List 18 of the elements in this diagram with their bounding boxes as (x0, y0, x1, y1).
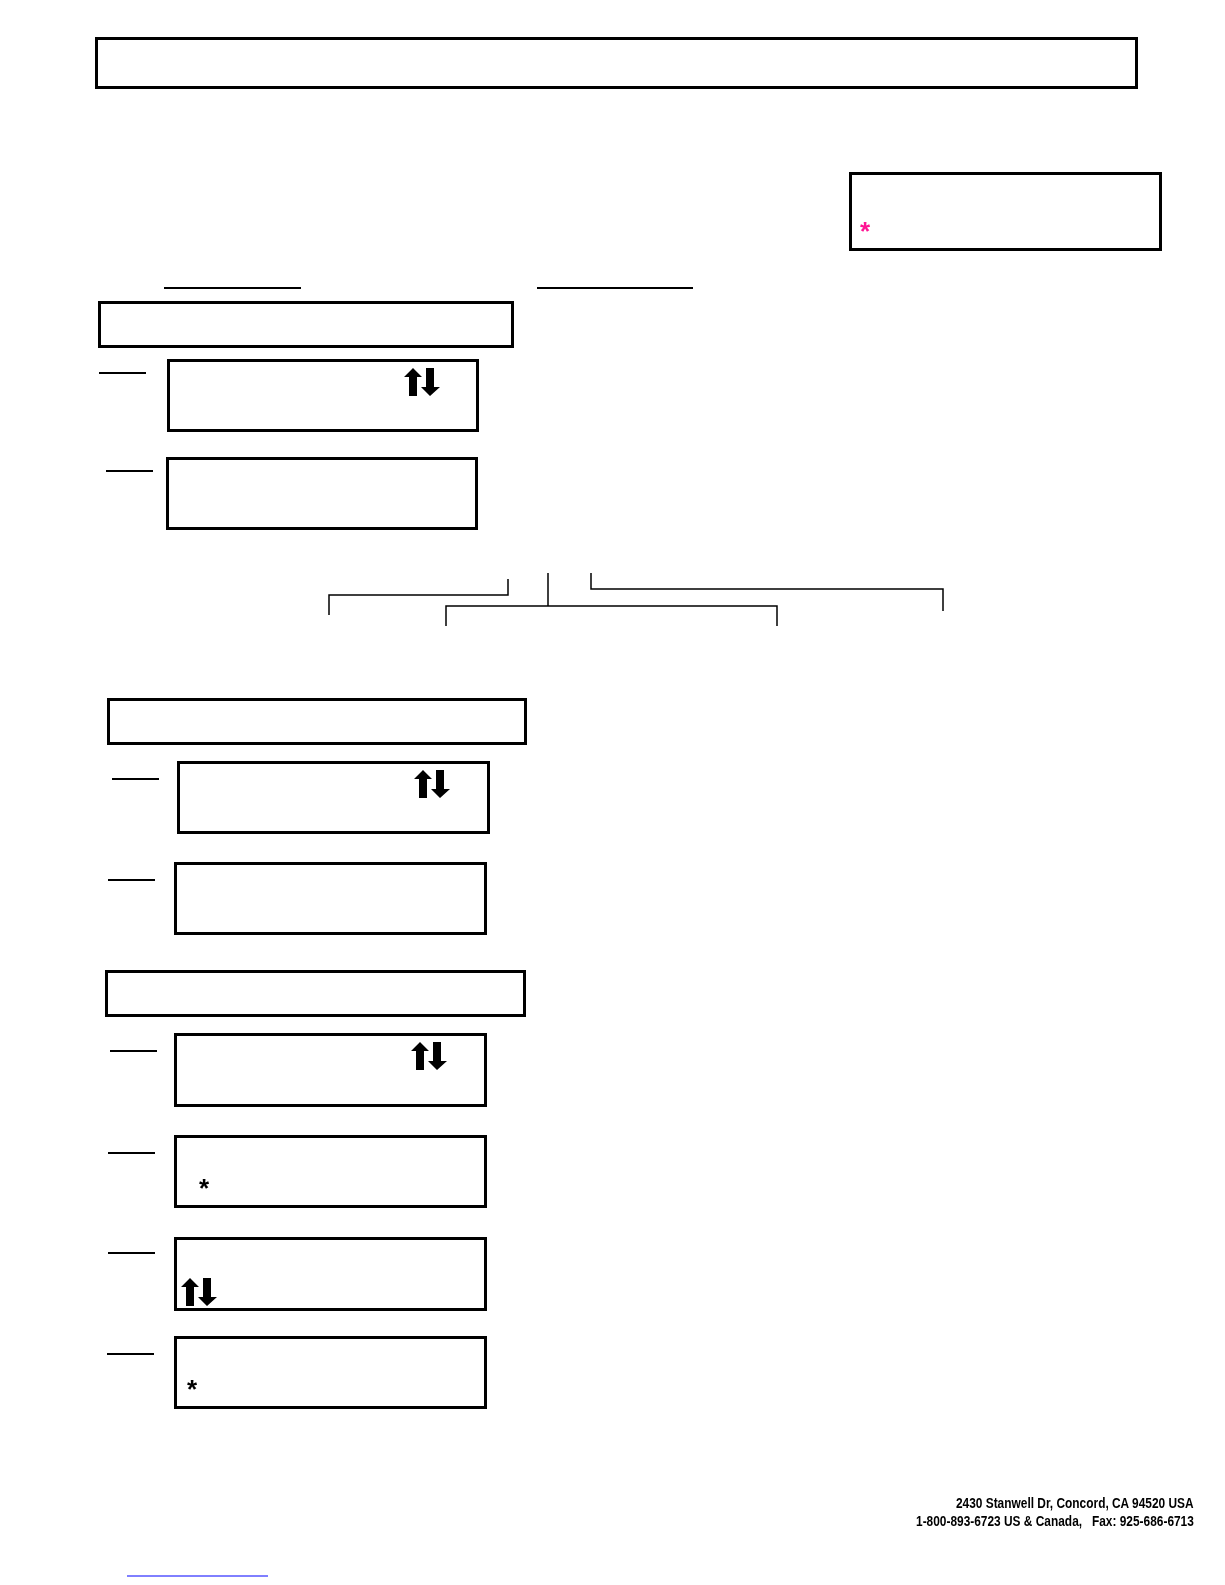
display-box (166, 457, 478, 530)
display-box (174, 1237, 487, 1311)
address-text: 1-800-893-6723 US & Canada, Fax: 925-686-6713 (916, 1513, 1194, 1529)
display-box (174, 1135, 487, 1208)
display-box (167, 359, 479, 432)
asterisk-mark: * (199, 1178, 210, 1198)
asterisk-mark: * (860, 221, 871, 241)
display-box (174, 862, 487, 935)
display-box (177, 761, 490, 834)
address-text: 2430 Stanwell Dr, Concord, CA 94520 USA (956, 1495, 1194, 1511)
display-box (849, 172, 1162, 251)
display-box (174, 1033, 487, 1107)
display-box (174, 1336, 487, 1409)
section-box (107, 698, 527, 745)
section-box (98, 301, 514, 348)
section-box (105, 970, 526, 1017)
asterisk-mark: * (187, 1379, 198, 1399)
title-box (95, 37, 1138, 89)
